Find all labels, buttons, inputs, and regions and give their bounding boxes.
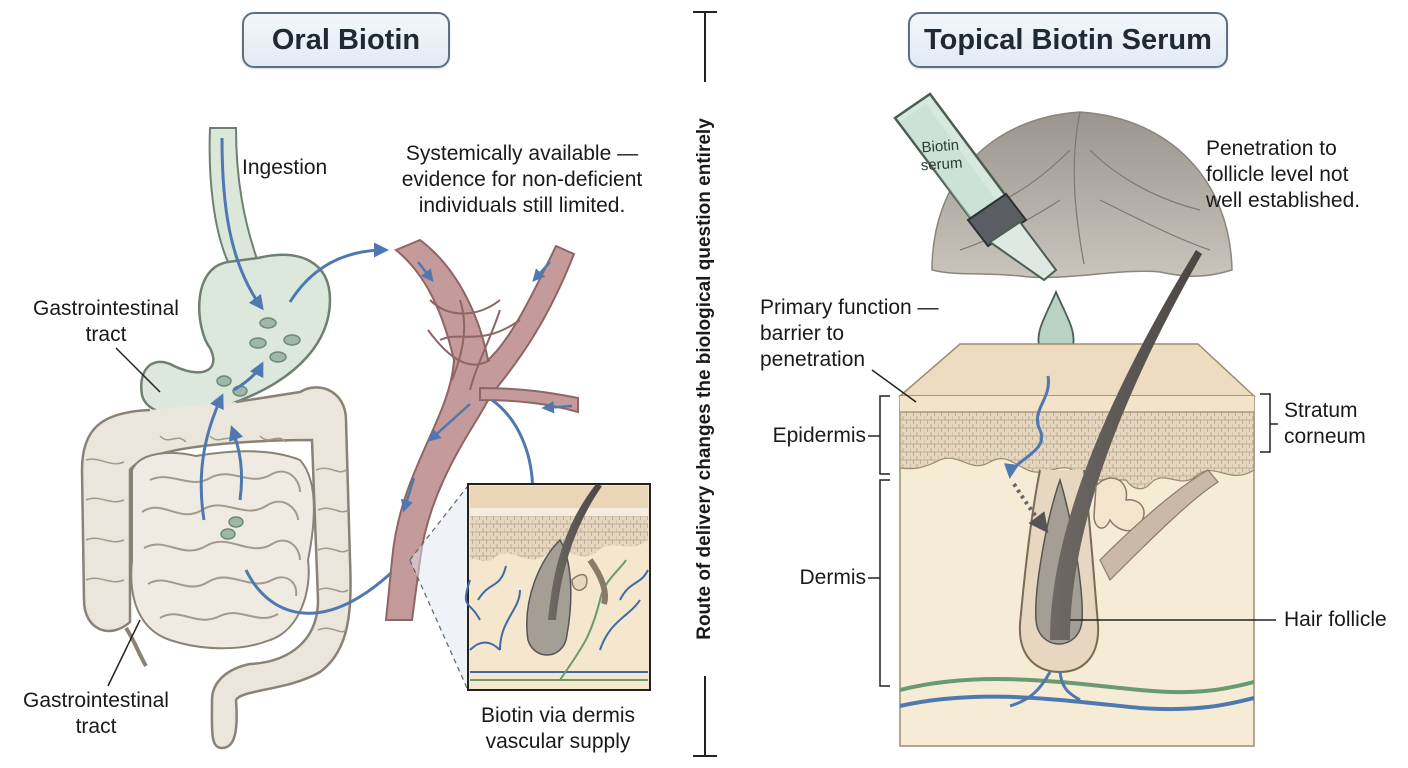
- bottle-label: Biotin serum: [905, 136, 977, 177]
- esophagus: [208, 127, 260, 263]
- stratum-corneum-label: Stratum corneum: [1284, 398, 1366, 450]
- primary-line-1: Primary function —: [760, 296, 939, 319]
- inset-caption-line-1: Biotin via dermis: [480, 704, 636, 727]
- inset-caption: Biotin via dermis vascular supply: [458, 703, 658, 755]
- divider-bracket: [693, 11, 717, 757]
- hair-follicle-label: Hair follicle: [1284, 608, 1387, 631]
- penetration-line-1: Penetration to: [1206, 137, 1337, 160]
- ingestion-label: Ingestion: [242, 156, 328, 179]
- oral-title: Oral Biotin: [242, 12, 450, 68]
- stratum-line-1: Stratum: [1284, 399, 1358, 422]
- systemic-line-2: evidence for non-deficient: [401, 168, 643, 191]
- systemic-line-3: individuals still limited.: [418, 194, 626, 217]
- large-intestine: [80, 386, 352, 750]
- gi-upper-line-1: Gastrointestinal: [33, 297, 179, 320]
- small-intestine: [130, 450, 315, 650]
- hair-shaft: [1050, 250, 1202, 640]
- stratum-line-2: corneum: [1284, 425, 1366, 448]
- epidermis-label: Epidermis: [772, 424, 866, 447]
- systemic-label: Systemically available — evidence for no…: [380, 141, 664, 219]
- primary-line-3: penetration: [760, 348, 866, 371]
- serum-bottle: [893, 92, 1058, 282]
- gi-upper-line-2: tract: [85, 323, 127, 346]
- dermis-label: Dermis: [799, 566, 867, 589]
- topical-title: Topical Biotin Serum: [908, 12, 1228, 68]
- penetration-line-2: follicle level not: [1206, 163, 1349, 186]
- gi-lower-label: Gastrointestinal tract: [6, 688, 186, 740]
- divider-text: Route of delivery changes the biological…: [694, 118, 715, 640]
- blood-vessels: [384, 238, 579, 621]
- gi-lower-line-1: Gastrointestinal: [23, 689, 169, 712]
- inset-skin-diagram: [464, 483, 651, 691]
- primary-line-2: barrier to: [760, 322, 845, 345]
- gi-lower-line-2: tract: [75, 715, 117, 738]
- primary-function-label: Primary function — barrier to penetratio…: [760, 295, 939, 373]
- penetration-label: Penetration to follicle level not well e…: [1206, 136, 1360, 214]
- stomach: [140, 253, 332, 416]
- systemic-line-1: Systemically available —: [405, 142, 639, 165]
- penetration-line-3: well established.: [1206, 189, 1361, 212]
- gi-upper-label: Gastrointestinal tract: [16, 296, 196, 348]
- inset-caption-line-2: vascular supply: [485, 730, 631, 753]
- skin-cross-section: [897, 250, 1256, 747]
